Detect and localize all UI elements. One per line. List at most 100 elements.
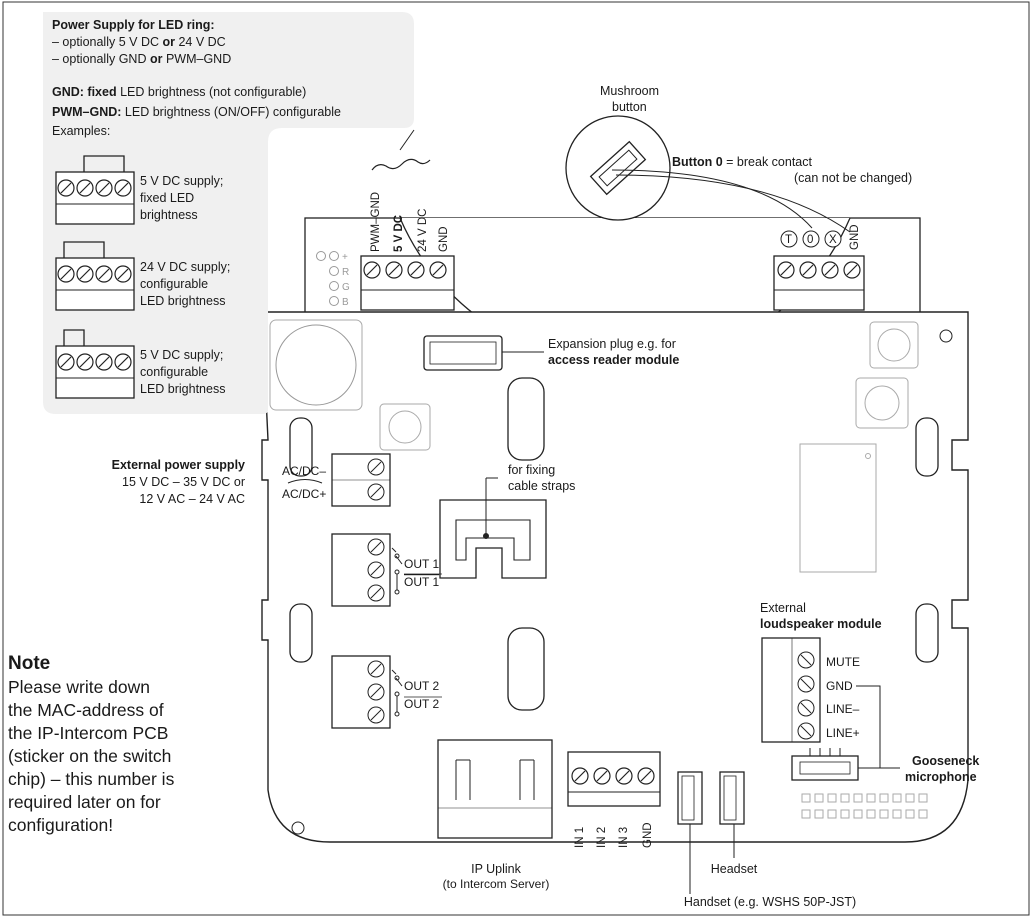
gooseneck-line1: Gooseneck	[912, 754, 979, 768]
svg-text:B: B	[342, 297, 349, 308]
capacitor-top	[507, 377, 545, 461]
speaker-pin-gnd: GND	[826, 679, 853, 693]
header-pin	[879, 793, 889, 803]
header-pin	[840, 793, 850, 803]
led-pin-gnd: GND	[438, 226, 450, 252]
mushroom-title-1: Mushroom	[600, 84, 659, 98]
input-pin-gnd: GND	[642, 822, 654, 848]
led-pin-5vdc: 5 V DC	[393, 215, 405, 252]
example1-line2: fixed LED	[140, 191, 194, 205]
note-line-4: (sticker on the switch	[8, 746, 171, 766]
pwm-description: PWM–GND: LED brightness (ON/OFF) configu…	[52, 105, 341, 119]
button0-label: Button 0 = break contact	[672, 155, 813, 169]
out2-nc: OUT 2	[404, 697, 439, 711]
gnd-description: GND: fixed LED brightness (not configura…	[52, 85, 306, 99]
mushroom-button: Mushroom button Button 0 = break contact…	[565, 84, 912, 233]
screw-slot	[60, 356, 72, 368]
note-line-6: required later on for	[8, 792, 161, 812]
power-box-line1: – optionally 5 V DC or 24 V DC	[52, 35, 226, 49]
screw-slot	[79, 182, 91, 194]
chip	[799, 443, 877, 573]
example3-line2: configurable	[140, 365, 208, 379]
button0-note: (can not be changed)	[794, 171, 912, 185]
screw-slot	[79, 356, 91, 368]
example3-line3: LED brightness	[140, 382, 225, 396]
battery	[269, 319, 363, 411]
note-block: Note Please write down the MAC-address o…	[8, 653, 175, 835]
out2-terminal	[331, 655, 403, 729]
example2-line2: configurable	[140, 277, 208, 291]
screw-slot	[780, 264, 792, 276]
out1-no: OUT 1	[404, 557, 439, 571]
external-power-line1: 15 V DC – 35 V DC or	[122, 475, 245, 489]
example-terminal-1	[55, 155, 135, 225]
mount-slot-1	[289, 417, 313, 477]
examples-label: Examples:	[52, 124, 110, 138]
screw-slot	[60, 268, 72, 280]
header-pin	[827, 793, 837, 803]
mount-slot-3	[915, 417, 939, 477]
button-terminal: T 0 X GND	[773, 224, 865, 311]
example1-line1: 5 V DC supply;	[140, 174, 223, 188]
header-pin	[840, 809, 850, 819]
led-pin-pwm-gnd: PWM–GND	[370, 192, 382, 252]
svg-text:X: X	[829, 234, 837, 246]
loudspeaker-terminal	[761, 637, 821, 743]
header-pin	[866, 809, 876, 819]
screw-slot	[432, 264, 444, 276]
speaker-pin-line-plus: LINE+	[826, 726, 860, 740]
note-title: Note	[8, 653, 50, 674]
note-line-5: chip) – this number is	[8, 769, 175, 789]
svg-text:G: G	[342, 282, 350, 293]
out1-nc: OUT 1	[404, 575, 439, 589]
header-pin	[801, 809, 811, 819]
example1-line3: brightness	[140, 208, 198, 222]
header-pin	[879, 809, 889, 819]
screw-slot	[117, 356, 129, 368]
led-brace	[371, 158, 431, 171]
header-pin	[853, 793, 863, 803]
example2-line3: LED brightness	[140, 294, 225, 308]
mushroom-title-2: button	[612, 100, 647, 114]
screw-slot	[117, 268, 129, 280]
tactile-switch-right	[855, 321, 919, 429]
capacitor-bottom	[507, 627, 545, 711]
power-box-line2: – optionally GND or PWM–GND	[52, 52, 231, 66]
screw-slot	[79, 268, 91, 280]
pin-header	[801, 793, 928, 819]
screw-slot	[98, 356, 110, 368]
button-pin-gnd: GND	[849, 224, 861, 250]
screw-slot	[98, 268, 110, 280]
cable-strap-holder	[439, 477, 547, 579]
power-pin-minus: AC/DC–	[282, 464, 326, 478]
header-pin	[905, 809, 915, 819]
handset-connector	[677, 771, 703, 894]
inputs-terminal	[567, 751, 661, 807]
note-line-2: the MAC-address of	[8, 700, 164, 720]
power-box-title: Power Supply for LED ring:	[52, 18, 215, 32]
example2-line1: 24 V DC supply;	[140, 260, 230, 274]
header-pin	[801, 793, 811, 803]
screw-slot	[824, 264, 836, 276]
note-line-7: configuration!	[8, 815, 113, 835]
expansion-plug	[423, 335, 544, 371]
header-pin	[892, 793, 902, 803]
ip-uplink-title: IP Uplink	[471, 862, 522, 876]
loudspeaker-line2: loudspeaker module	[760, 617, 882, 631]
screw-slot	[802, 264, 814, 276]
header-pin	[918, 793, 928, 803]
mount-slot-4	[915, 603, 939, 663]
screw-slot	[618, 770, 630, 782]
example-terminal-2	[55, 241, 135, 311]
out1-terminal	[331, 533, 403, 607]
input-pin-in3: IN 3	[618, 827, 630, 848]
input-pin-in2: IN 2	[596, 827, 608, 848]
screw-slot	[98, 182, 110, 194]
screw-slot	[366, 264, 378, 276]
headset-label: Headset	[711, 862, 758, 876]
header-pin	[866, 793, 876, 803]
external-power-terminal	[331, 453, 391, 507]
external-power-line2: 12 V AC – 24 V AC	[139, 492, 245, 506]
led-pin-24vdc: 24 V DC	[417, 209, 429, 252]
